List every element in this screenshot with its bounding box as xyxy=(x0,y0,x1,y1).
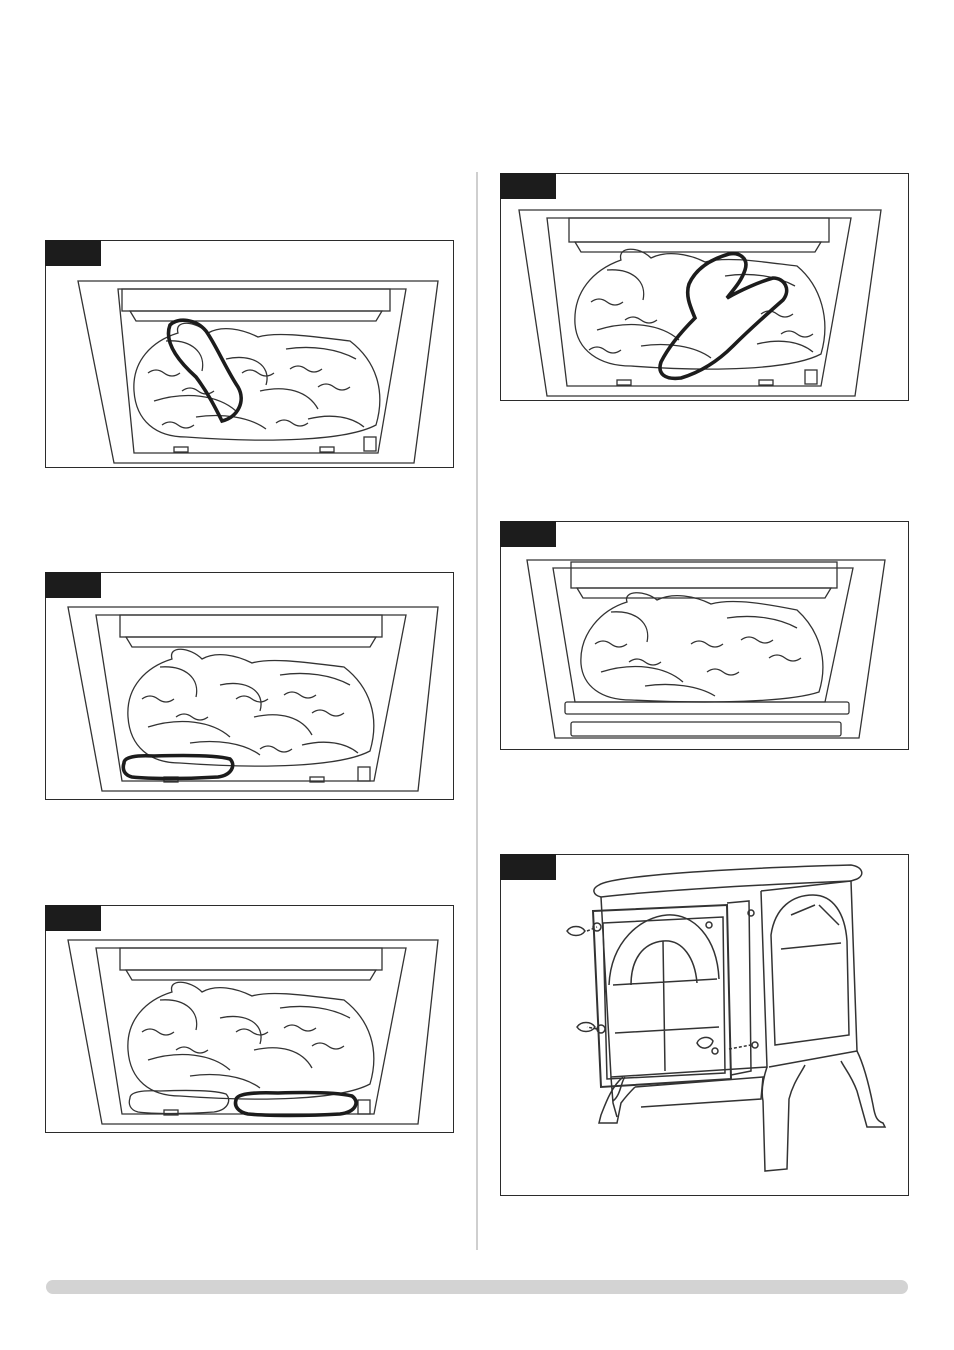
figure-panel-6 xyxy=(500,854,909,1196)
stove-illustration xyxy=(501,855,910,1197)
figure-panel-2 xyxy=(45,572,454,800)
figure-panel-4 xyxy=(500,173,909,401)
column-divider xyxy=(476,172,478,1250)
footer-bar xyxy=(46,1280,908,1294)
fireplace-log-illustration xyxy=(46,241,455,469)
figure-panel-1 xyxy=(45,240,454,468)
figure-panel-3 xyxy=(45,905,454,1133)
figure-panel-5 xyxy=(500,521,909,750)
fireplace-log-illustration xyxy=(46,573,455,801)
fireplace-log-illustration xyxy=(501,522,910,751)
fireplace-log-illustration xyxy=(46,906,455,1134)
fireplace-log-illustration xyxy=(501,174,910,402)
